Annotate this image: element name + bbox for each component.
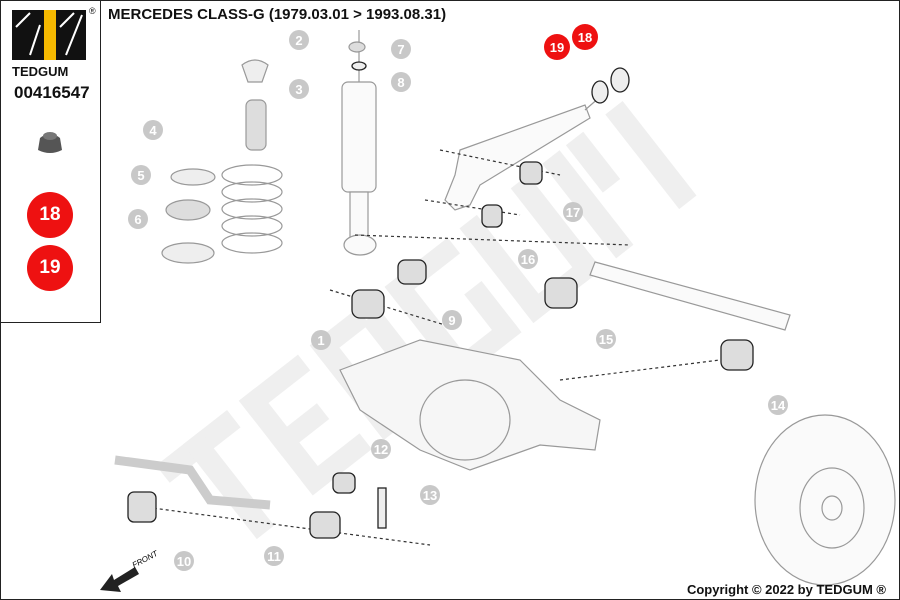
callout-number: 10	[177, 554, 191, 569]
tedgum-logo: TEDGUM ®	[12, 6, 96, 79]
callout-circle	[131, 165, 151, 185]
callout-13[interactable]: 13	[420, 485, 440, 505]
callout-circle	[420, 485, 440, 505]
callout-circle	[128, 209, 148, 229]
callout-number: 7	[397, 42, 404, 57]
callout-circle	[371, 439, 391, 459]
callout-9[interactable]: 9	[442, 310, 462, 330]
callout-number: 2	[295, 33, 302, 48]
stabilizer-link-13	[377, 487, 387, 529]
bushing-11	[309, 511, 341, 539]
copyright: Copyright © 2022 by TEDGUM ®	[686, 582, 886, 597]
callout-number: 15	[599, 332, 613, 347]
callout-circle	[391, 72, 411, 92]
front-arrow-icon	[100, 567, 139, 592]
callout-10[interactable]: 10	[174, 551, 194, 571]
bushing-10	[127, 491, 157, 523]
callout-number: 12	[374, 442, 388, 457]
washer-18	[610, 67, 630, 93]
washer-19	[591, 80, 609, 104]
callout-circle	[768, 395, 788, 415]
front-label: FRONT	[131, 548, 161, 569]
callout-circle	[518, 249, 538, 269]
part-number: 00416547	[14, 83, 90, 102]
part-info-panel: TEDGUM ® 00416547 18 19	[0, 0, 101, 323]
callout-circle	[143, 120, 163, 140]
bushing-15	[544, 277, 578, 309]
wheel	[754, 414, 896, 586]
callout-number: 16	[521, 252, 535, 267]
callout-2[interactable]: 2	[289, 30, 309, 50]
callout-18[interactable]: 18	[572, 24, 598, 50]
callout-number: 6	[134, 212, 141, 227]
svg-text:®: ®	[89, 6, 96, 16]
callout-circle	[289, 30, 309, 50]
callout-12[interactable]: 12	[371, 439, 391, 459]
bushing-16	[481, 204, 503, 228]
callout-number: 13	[423, 488, 437, 503]
callout-5[interactable]: 5	[131, 165, 151, 185]
part-thumbnail	[38, 132, 62, 153]
shock-absorber	[341, 81, 377, 193]
callout-19[interactable]: 19	[544, 34, 570, 60]
highlighted-part-badge[interactable]: 18	[27, 192, 73, 238]
callout-16[interactable]: 16	[518, 249, 538, 269]
washer-8	[351, 61, 367, 71]
callout-1[interactable]: 1	[311, 330, 331, 350]
vehicle-title: MERCEDES CLASS-G (1979.03.01 > 1993.08.3…	[108, 6, 447, 23]
callout-number: 1	[317, 333, 324, 348]
callout-circle	[174, 551, 194, 571]
callout-circle	[289, 79, 309, 99]
callout-circle	[572, 24, 598, 50]
callout-11[interactable]: 11	[264, 546, 284, 566]
bushing-12	[332, 472, 356, 494]
callout-number: 19	[550, 40, 564, 55]
callout-number: 5	[137, 168, 144, 183]
lateral-link	[589, 261, 791, 331]
callout-circle	[264, 546, 284, 566]
bushing-1	[351, 289, 385, 319]
bushing-9	[397, 259, 427, 285]
callout-4[interactable]: 4	[143, 120, 163, 140]
stabilizer-bar	[114, 455, 271, 510]
callout-number: 3	[295, 82, 302, 97]
callout-number: 8	[397, 75, 404, 90]
callout-circle	[311, 330, 331, 350]
callout-15[interactable]: 15	[596, 329, 616, 349]
callout-17[interactable]: 17	[563, 202, 583, 222]
callout-7[interactable]: 7	[391, 39, 411, 59]
callout-8[interactable]: 8	[391, 72, 411, 92]
callout-circle	[596, 329, 616, 349]
callout-14[interactable]: 14	[768, 395, 788, 415]
callout-circle	[563, 202, 583, 222]
svg-text:TEDGUM: TEDGUM	[12, 64, 68, 79]
callout-number: 17	[566, 205, 580, 220]
callout-number: 11	[267, 549, 281, 564]
callout-number: 4	[149, 123, 157, 138]
highlighted-part-badge[interactable]: 19	[27, 245, 73, 291]
bushing-14	[720, 339, 754, 371]
callout-3[interactable]: 3	[289, 79, 309, 99]
callout-number: 14	[771, 398, 786, 413]
callout-number: 18	[578, 30, 592, 45]
bushing-17	[519, 161, 543, 185]
callout-circle	[442, 310, 462, 330]
callout-6[interactable]: 6	[128, 209, 148, 229]
callout-circle	[391, 39, 411, 59]
coil-spring	[221, 164, 283, 254]
callout-number: 9	[448, 313, 455, 328]
callout-circle	[544, 34, 570, 60]
